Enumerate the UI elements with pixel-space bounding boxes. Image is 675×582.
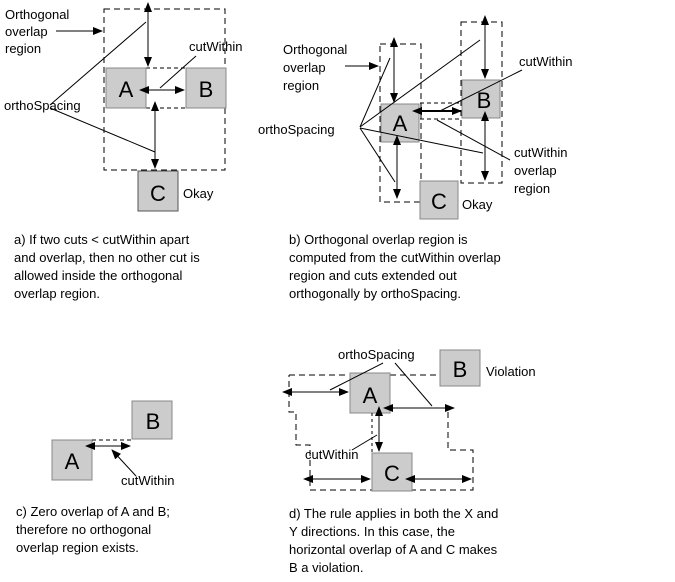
orthospacing-leader-a1 bbox=[49, 21, 147, 106]
caption-a-line: and overlap, then no other cut is bbox=[14, 250, 200, 265]
panel-a: A B C Orthogonal overlap region cutWithi… bbox=[4, 2, 242, 212]
box-a-letter: A bbox=[393, 111, 408, 136]
orthospacing-leader-b1 bbox=[359, 57, 391, 128]
orthospacing-leader-d2 bbox=[394, 362, 433, 407]
box-b-letter: B bbox=[453, 357, 468, 382]
orthogonal-label-line1: Orthogonal bbox=[5, 7, 69, 22]
orthogonal-label-line1: Orthogonal bbox=[283, 42, 347, 57]
box-c-letter: C bbox=[150, 181, 166, 206]
caption-c-line: therefore no orthogonal bbox=[16, 522, 152, 537]
cut-b-panel-a bbox=[185, 67, 227, 109]
cut-b-panel-d bbox=[439, 349, 481, 387]
status-okay-a: Okay bbox=[183, 186, 214, 201]
caption-a-line: a) If two cuts < cutWithin apart bbox=[14, 232, 190, 247]
cutwithin-region-label-line2: overlap bbox=[514, 163, 557, 178]
caption-b-line: computed from the cutWithin overlap bbox=[289, 250, 501, 265]
cutwithin-region-leader-b bbox=[436, 119, 511, 161]
orthospacing-leader-b2 bbox=[359, 39, 481, 128]
cutwithin-label-c: cutWithin bbox=[121, 473, 174, 488]
caption-c: c) Zero overlap of A and B; therefore no… bbox=[16, 503, 170, 557]
caption-a-line: overlap region. bbox=[14, 286, 100, 301]
caption-c-line: overlap region exists. bbox=[16, 540, 139, 555]
caption-b-line: orthogonally by orthoSpacing. bbox=[289, 286, 462, 301]
cut-c-panel-b bbox=[419, 180, 459, 220]
caption-d-line: Y directions. In this case, the bbox=[289, 524, 455, 539]
cutwithin-leader-a bbox=[159, 55, 197, 89]
cutwithin-leader-b bbox=[439, 69, 523, 112]
cutwithin-region-label-line3: region bbox=[514, 181, 550, 196]
orthogonal-label-line3: region bbox=[5, 41, 41, 56]
cutwithin-label-d: cutWithin bbox=[305, 447, 358, 462]
caption-d-line: d) The rule applies in both the X and bbox=[289, 506, 499, 521]
cutwithin-region-label-line1: cutWithin bbox=[514, 145, 567, 160]
cutwithin-label-b: cutWithin bbox=[519, 54, 572, 69]
cutwithin-label-a: cutWithin bbox=[189, 39, 242, 54]
cut-c-panel-a bbox=[137, 170, 179, 212]
cutwithin-leader-d bbox=[351, 434, 378, 451]
caption-a-line: allowed inside the orthogonal bbox=[14, 268, 183, 283]
caption-d: d) The rule applies in both the X and Y … bbox=[289, 505, 498, 577]
caption-d-line: horizontal overlap of A and C makes bbox=[289, 542, 498, 557]
box-a-letter: A bbox=[119, 77, 134, 102]
caption-b-line: b) Orthogonal overlap region is bbox=[289, 232, 468, 247]
orthogonal-label-line2: overlap bbox=[5, 24, 48, 39]
orthospacing-leader-b4 bbox=[359, 127, 484, 154]
orthospacing-leader-a2 bbox=[49, 107, 156, 153]
panel-d: B A C orthoSpacing cutWithin Violation bbox=[282, 347, 536, 492]
cutwithin-leader-c bbox=[111, 449, 137, 477]
panel-b: A B C Orthogonal overlap region cutWithi… bbox=[258, 15, 572, 220]
orthospacing-leader-d1 bbox=[329, 362, 384, 391]
box-c-letter: C bbox=[431, 189, 447, 214]
box-b-letter: B bbox=[199, 77, 214, 102]
panel-c: B A cutWithin bbox=[51, 400, 174, 488]
caption-b-line: region and cuts extended out bbox=[289, 268, 457, 283]
cut-b-panel-c bbox=[131, 400, 173, 440]
caption-c-line: c) Zero overlap of A and B; bbox=[16, 504, 170, 519]
caption-d-line: B a violation. bbox=[289, 560, 364, 575]
status-violation-d: Violation bbox=[486, 364, 536, 379]
orthogonal-overlap-region-b-vertical bbox=[379, 43, 422, 203]
orthospacing-label-d: orthoSpacing bbox=[338, 347, 415, 362]
box-b-letter: B bbox=[146, 409, 161, 434]
orthospacing-label-b: orthoSpacing bbox=[258, 122, 335, 137]
box-c-letter: C bbox=[384, 461, 400, 486]
orthospacing-leader-b3 bbox=[359, 127, 396, 183]
caption-a: a) If two cuts < cutWithin apart and ove… bbox=[14, 231, 200, 303]
orthogonal-label-line3: region bbox=[283, 78, 319, 93]
cut-c-panel-d bbox=[371, 452, 413, 492]
caption-b: b) Orthogonal overlap region is computed… bbox=[289, 231, 501, 303]
status-okay-b: Okay bbox=[462, 197, 493, 212]
orthogonal-label-line2: overlap bbox=[283, 60, 326, 75]
orthospacing-label-a: orthoSpacing bbox=[4, 98, 81, 113]
box-b-letter: B bbox=[477, 88, 492, 113]
box-a-letter: A bbox=[65, 449, 80, 474]
box-a-letter: A bbox=[363, 383, 378, 408]
